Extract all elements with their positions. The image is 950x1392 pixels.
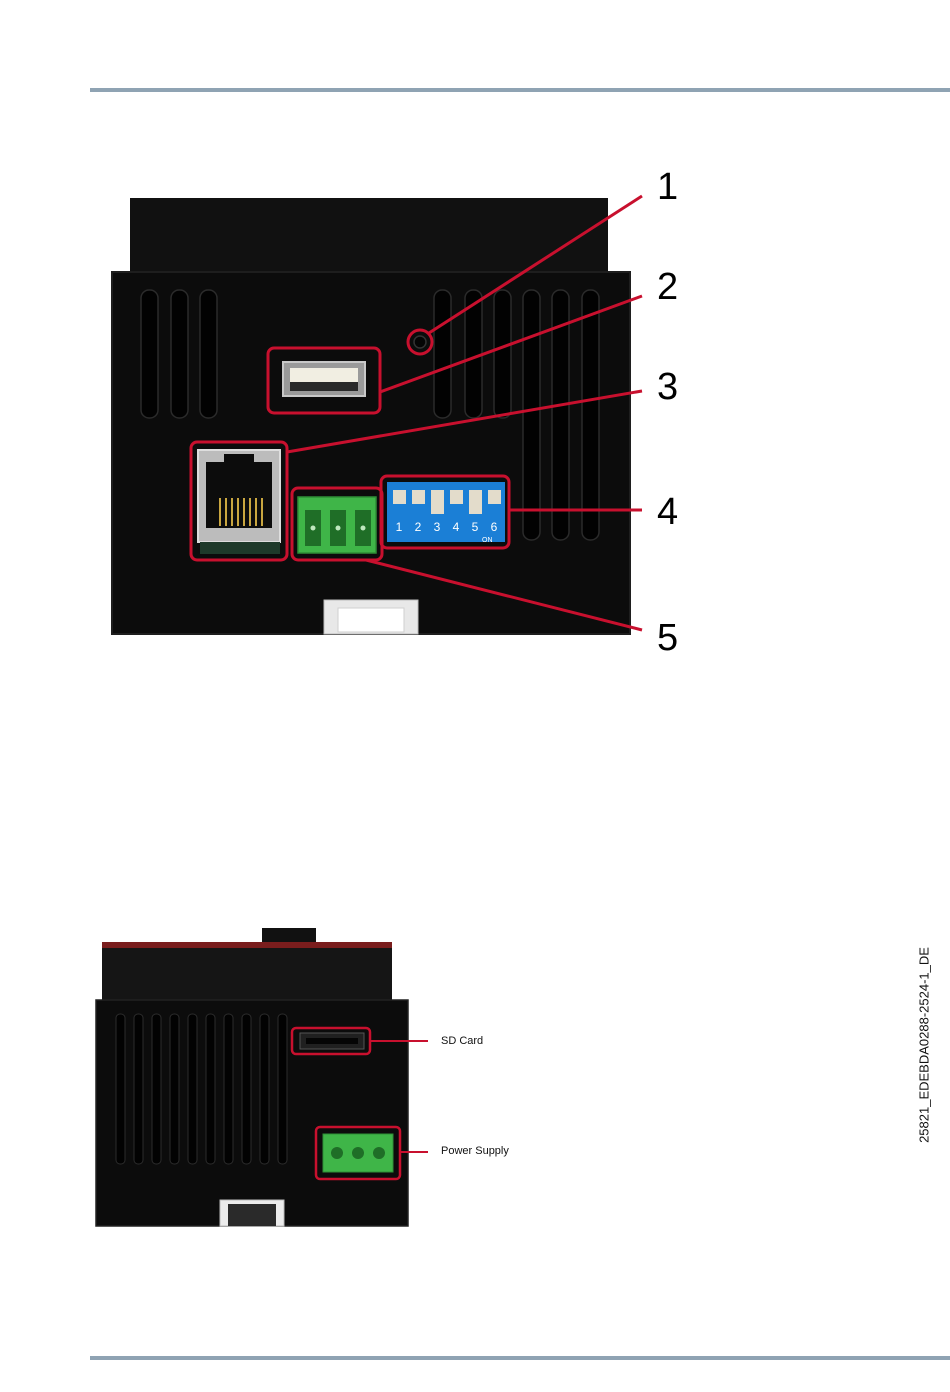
status-led [414,336,426,348]
callout-number-5: 5 [657,619,678,657]
side-bottom-clip [220,1200,284,1226]
power-supply-label: Power Supply [441,1145,509,1157]
device-front-figure: 1 2 3 4 5 6 ON [0,0,950,700]
dip-number-4: 4 [453,520,460,534]
dip-on-label: ON [482,537,493,544]
vents-left [141,290,217,418]
sd-card-slot [300,1033,364,1049]
side-housing [96,1000,408,1226]
document-id: 25821_EDEBDA0288-2524-1_DE [917,947,932,1143]
dip-number-6: 6 [491,520,498,534]
dip-number-2: 2 [415,520,422,534]
side-vents [116,1014,287,1164]
side-top-tab [262,928,316,948]
power-terminal [323,1134,393,1172]
vents-right-short [434,290,511,418]
sd-card-highlight-box [292,1028,370,1054]
bottom-rule [90,1356,950,1360]
callout-number-1: 1 [657,168,678,206]
vents-right-long [523,290,599,540]
side-leader-lines [370,1041,428,1152]
dip-number-3: 3 [434,520,441,534]
sd-card-label: SD Card [441,1035,483,1047]
dip-number-5: 5 [472,520,479,534]
callout-number-4: 4 [657,493,678,531]
power-supply-highlight-box [316,1127,400,1179]
callout-number-2: 2 [657,268,678,306]
dip-number-1: 1 [396,520,403,534]
callout-number-3: 3 [657,368,678,406]
device-top-block [130,198,608,278]
side-upper-block [102,942,392,1004]
